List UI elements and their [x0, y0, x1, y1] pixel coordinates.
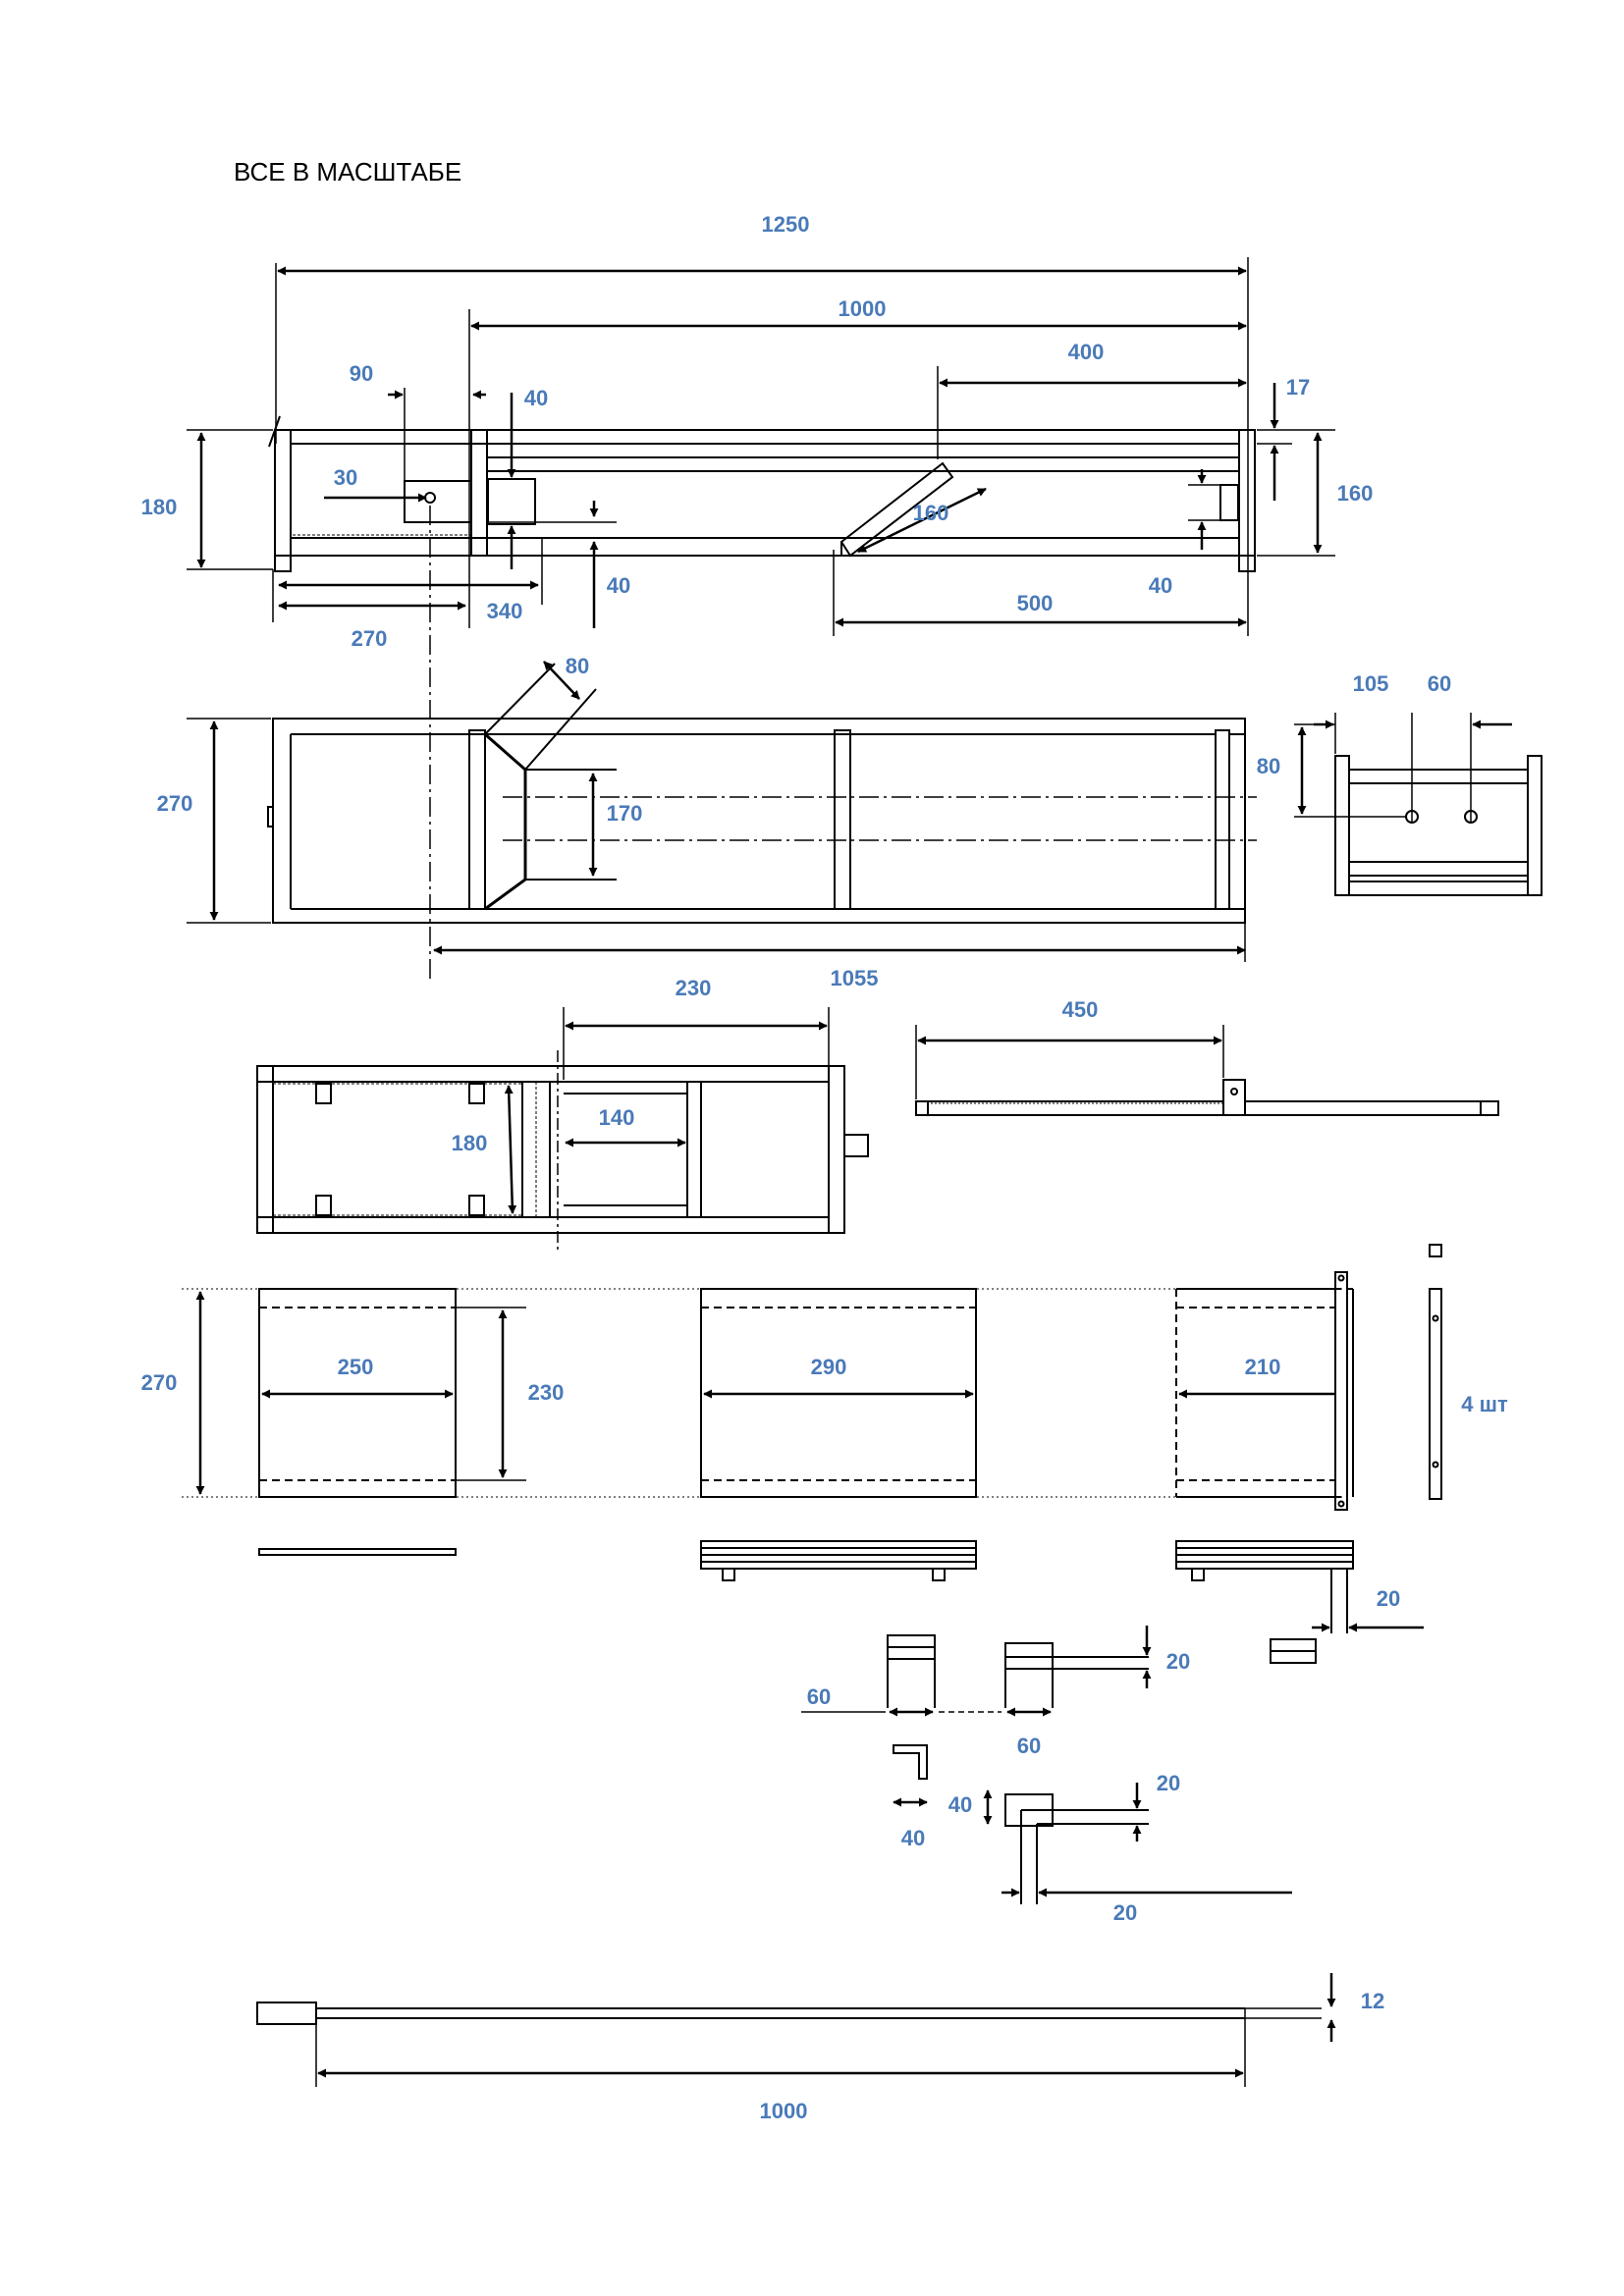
panel-edges	[258, 1540, 1354, 1664]
plan-outer-frame	[272, 718, 1246, 924]
long-rod-dimensions	[315, 1973, 1336, 2087]
plan-post-3	[1215, 729, 1230, 910]
slider-block	[404, 480, 472, 523]
dim-1250: 1250	[762, 212, 810, 237]
dim-1055: 1055	[831, 966, 879, 990]
dim-20: 20	[1157, 1771, 1180, 1795]
dim-17: 17	[1286, 375, 1310, 400]
side-view	[268, 415, 1256, 980]
dim-1000: 1000	[760, 2099, 808, 2123]
dim-140: 140	[599, 1105, 635, 1130]
dim-160-chute: 160	[913, 501, 949, 525]
plan-view	[267, 663, 1257, 924]
section-view-dimensions	[504, 1007, 830, 1214]
dim-400: 400	[1068, 340, 1105, 364]
end-view	[1334, 755, 1543, 896]
long-rod	[256, 2002, 1322, 2025]
dim-40: 40	[948, 1792, 972, 1817]
dim-30: 30	[334, 465, 357, 490]
plan-post-1	[468, 729, 486, 910]
flat-plate	[258, 1548, 457, 1556]
end-stop-block	[1219, 484, 1239, 521]
small-parts	[887, 1634, 1149, 1904]
dim-270: 270	[157, 791, 193, 816]
small-parts-dimensions	[801, 1626, 1292, 1897]
rod-bracket	[1222, 1079, 1246, 1116]
dim-20: 20	[1377, 1586, 1400, 1611]
dim-40: 40	[1149, 573, 1172, 598]
dim-250: 250	[338, 1355, 374, 1379]
dim-210: 210	[1245, 1355, 1281, 1379]
pivot-hole	[424, 492, 436, 504]
mount-tab	[468, 1195, 485, 1216]
end-left-post	[1334, 755, 1350, 896]
rod-assembly	[915, 1079, 1499, 1116]
dim-290: 290	[811, 1355, 847, 1379]
panels-dimensions	[195, 1291, 1335, 1495]
panel-2	[700, 1288, 977, 1498]
dim-105: 105	[1353, 671, 1389, 696]
dim-160: 160	[1337, 481, 1374, 506]
page-title: ВСЕ В МАСШТАБЕ	[234, 157, 462, 187]
dim-4-pieces: 4 шт	[1461, 1392, 1508, 1416]
panel-1	[258, 1288, 457, 1498]
side-tab	[267, 806, 274, 828]
dim-180: 180	[452, 1131, 488, 1155]
dim-340: 340	[487, 599, 523, 623]
plan-view-dimensions	[187, 661, 1246, 962]
mount-tab	[315, 1195, 332, 1216]
dim-230: 230	[676, 976, 712, 1000]
dim-450: 450	[1062, 997, 1099, 1022]
dim-170: 170	[607, 801, 643, 826]
side-strip	[1429, 1288, 1442, 1500]
mount-tab	[315, 1083, 332, 1104]
dim-270: 270	[352, 626, 388, 651]
left-end-post	[274, 429, 292, 572]
panels	[182, 1244, 1442, 1511]
shaft-stub	[843, 1134, 869, 1157]
section-view	[256, 1050, 869, 1253]
dimension-labels: 1250 1000 90 40 400 17 180 30 160 160 40…	[141, 212, 1508, 2123]
dim-60: 60	[1017, 1734, 1041, 1758]
plan-post-2	[834, 729, 851, 910]
side-view-dimensions	[187, 257, 1335, 636]
dim-60: 60	[1428, 671, 1451, 696]
handle-lever	[268, 415, 281, 448]
dim-20: 20	[1166, 1649, 1190, 1674]
dim-40: 40	[524, 386, 548, 410]
guide-block	[487, 478, 536, 525]
angle-bracket	[893, 1744, 928, 1780]
end-right-post	[1527, 755, 1543, 896]
dim-80: 80	[566, 654, 589, 678]
hopper-funnel	[484, 732, 527, 911]
dim-12: 12	[1361, 1989, 1384, 2013]
dim-40: 40	[901, 1826, 925, 1850]
inner-post	[470, 429, 488, 557]
dim-230: 230	[528, 1380, 565, 1405]
dim-40: 40	[607, 573, 630, 598]
dim-180: 180	[141, 495, 178, 519]
mount-tab	[468, 1083, 485, 1104]
dim-500: 500	[1017, 591, 1054, 615]
right-end-post	[1238, 429, 1256, 572]
dim-60: 60	[807, 1684, 831, 1709]
end-view-dimensions	[1294, 713, 1512, 823]
panel-3-edge	[1334, 1271, 1348, 1511]
dim-90: 90	[350, 361, 373, 386]
dim-20: 20	[1113, 1900, 1137, 1925]
dim-80: 80	[1257, 754, 1280, 778]
rod-assembly-dimensions	[915, 1025, 1224, 1099]
dim-270: 270	[141, 1370, 178, 1395]
small-plate	[1429, 1244, 1442, 1257]
dim-1000: 1000	[839, 296, 887, 321]
rod-end-block	[256, 2002, 317, 2025]
